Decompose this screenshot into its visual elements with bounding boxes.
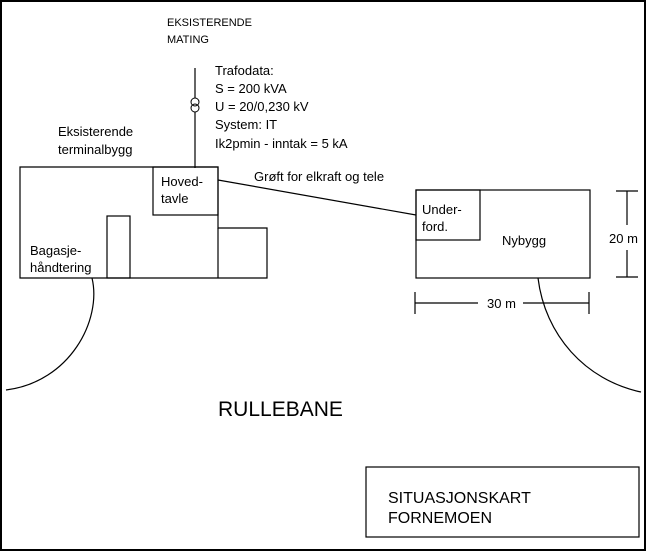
runway-curve-left: [5, 277, 95, 391]
terminal-label-line1: Eksisterende: [58, 124, 133, 139]
title-block-line2: FORNEMOEN: [388, 510, 492, 527]
width-dimension-label: 30 m: [487, 296, 516, 311]
supply-label-line2: MATING: [167, 34, 209, 46]
baggage-label-line1: Bagasje-: [30, 243, 81, 258]
sub-panel-label-line1: Under-: [422, 202, 462, 217]
runway-label: RULLEBANE: [218, 398, 343, 421]
sub-panel-label-line2: ford.: [422, 219, 448, 234]
main-panel-box: [152, 166, 219, 216]
supply-label-line1: EKSISTERENDE: [167, 17, 252, 29]
main-panel-label-line2: tavle: [161, 191, 188, 206]
title-block-line1: SITUASJONSKART: [388, 490, 531, 507]
transformer-symbol: [190, 97, 200, 113]
baggage-label-line2: håndtering: [30, 260, 91, 275]
trafo-data-line: System: IT: [215, 117, 277, 132]
trafo-data-title: Trafodata:: [215, 63, 274, 78]
trafo-data-line: Ik2pmin - inntak = 5 kA: [215, 136, 348, 151]
runway-curve-right: [537, 277, 642, 393]
width-dimension: [414, 292, 590, 314]
height-dimension-label: 20 m: [609, 231, 638, 246]
sub-panel-box: [415, 189, 481, 241]
main-panel-label-line1: Hoved-: [161, 174, 203, 189]
trafo-data-line: U = 20/0,230 kV: [215, 99, 309, 114]
title-block: [365, 466, 640, 538]
trafo-data-line: S = 200 kVA: [215, 81, 287, 96]
height-dimension: [616, 190, 638, 278]
trench-label: Grøft for elkraft og tele: [254, 169, 384, 184]
baggage-conveyor: [106, 215, 131, 279]
terminal-label-line2: terminalbygg: [58, 142, 132, 157]
trench-line: [217, 179, 417, 216]
new-building-label: Nybygg: [502, 233, 546, 248]
